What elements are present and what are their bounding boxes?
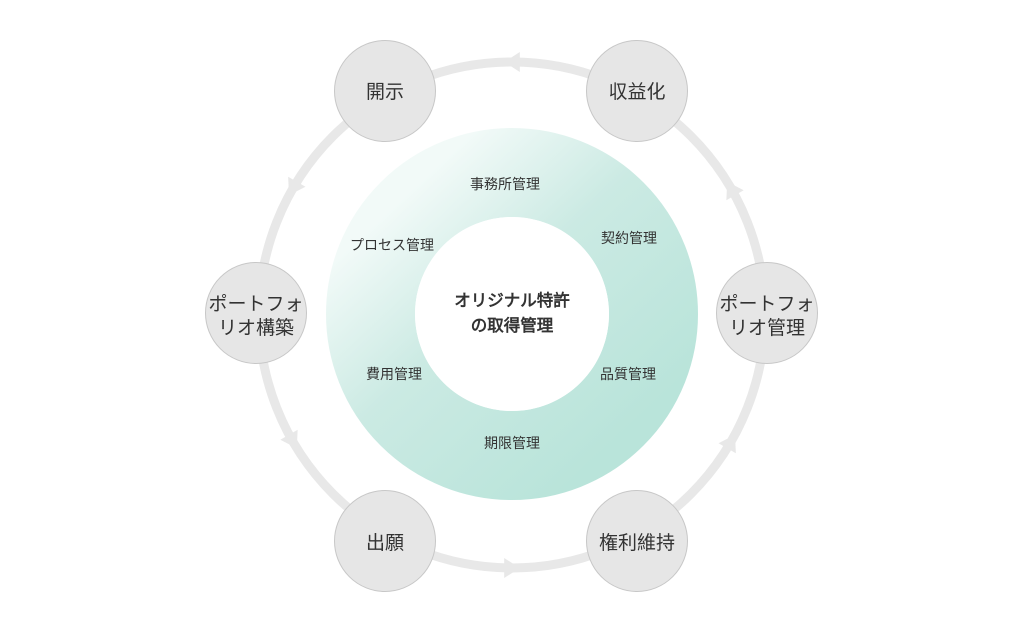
node-application-label: 出願 (366, 532, 404, 554)
inner-item-contract-management: 契約管理 (601, 231, 657, 247)
node-portfolio-management-circle (716, 262, 818, 364)
cycle-arrow-1 (504, 52, 520, 72)
cycle-arrow-5 (718, 434, 736, 454)
node-disclosure-circle (334, 40, 436, 142)
node-portfolio-management: ポートフォ リオ管理 (716, 262, 818, 364)
inner-item-deadline-management: 期限管理 (484, 436, 540, 452)
node-rights-maintenance-circle (586, 490, 688, 592)
cycle-arrow-3 (280, 429, 298, 449)
cycle-arrows (280, 52, 744, 578)
node-application-circle (334, 490, 436, 592)
center-label: オリジナル特許 の取得管理 (454, 290, 570, 335)
node-monetization-circle (586, 40, 688, 142)
node-monetization: 収益化 (586, 40, 688, 142)
center-label-line-2: の取得管理 (471, 315, 554, 335)
inner-donut-ring (326, 128, 698, 500)
node-monetization-label: 収益化 (608, 81, 665, 103)
inner-item-office-management: 事務所管理 (470, 177, 540, 193)
node-disclosure: 開示 (334, 40, 436, 142)
donut-hole (415, 217, 609, 411)
node-portfolio-building-circle (205, 262, 307, 364)
node-rights-maintenance-label: 権利維持 (599, 532, 675, 554)
inner-item-quality-management: 品質管理 (600, 367, 656, 383)
node-portfolio-building-label-line-1: ポートフォ (208, 293, 303, 315)
inner-item-process-management: プロセス管理 (350, 238, 434, 254)
node-portfolio-management-label-line-1: ポートフォ (719, 293, 814, 315)
node-portfolio-management-label-line-2: リオ管理 (729, 317, 805, 339)
inner-item-cost-management: 費用管理 (366, 367, 422, 383)
cycle-arrow-4 (504, 558, 520, 578)
node-portfolio-building-label-line-2: リオ構築 (218, 317, 294, 339)
cycle-arrow-6 (726, 181, 744, 201)
node-rights-maintenance: 権利維持 (586, 490, 688, 592)
inner-items: 事務所管理 契約管理 品質管理 期限管理 費用管理 プロセス管理 (350, 177, 657, 452)
center-label-line-1: オリジナル特許 (454, 290, 570, 310)
node-application: 出願 (334, 490, 436, 592)
outer-nodes: 開示 収益化 ポートフォ リオ管理 権利維持 出願 ポートフォ (205, 40, 818, 592)
cycle-arrow-2 (288, 176, 306, 196)
node-disclosure-label: 開示 (366, 81, 404, 103)
node-portfolio-building: ポートフォ リオ構築 (205, 262, 307, 364)
